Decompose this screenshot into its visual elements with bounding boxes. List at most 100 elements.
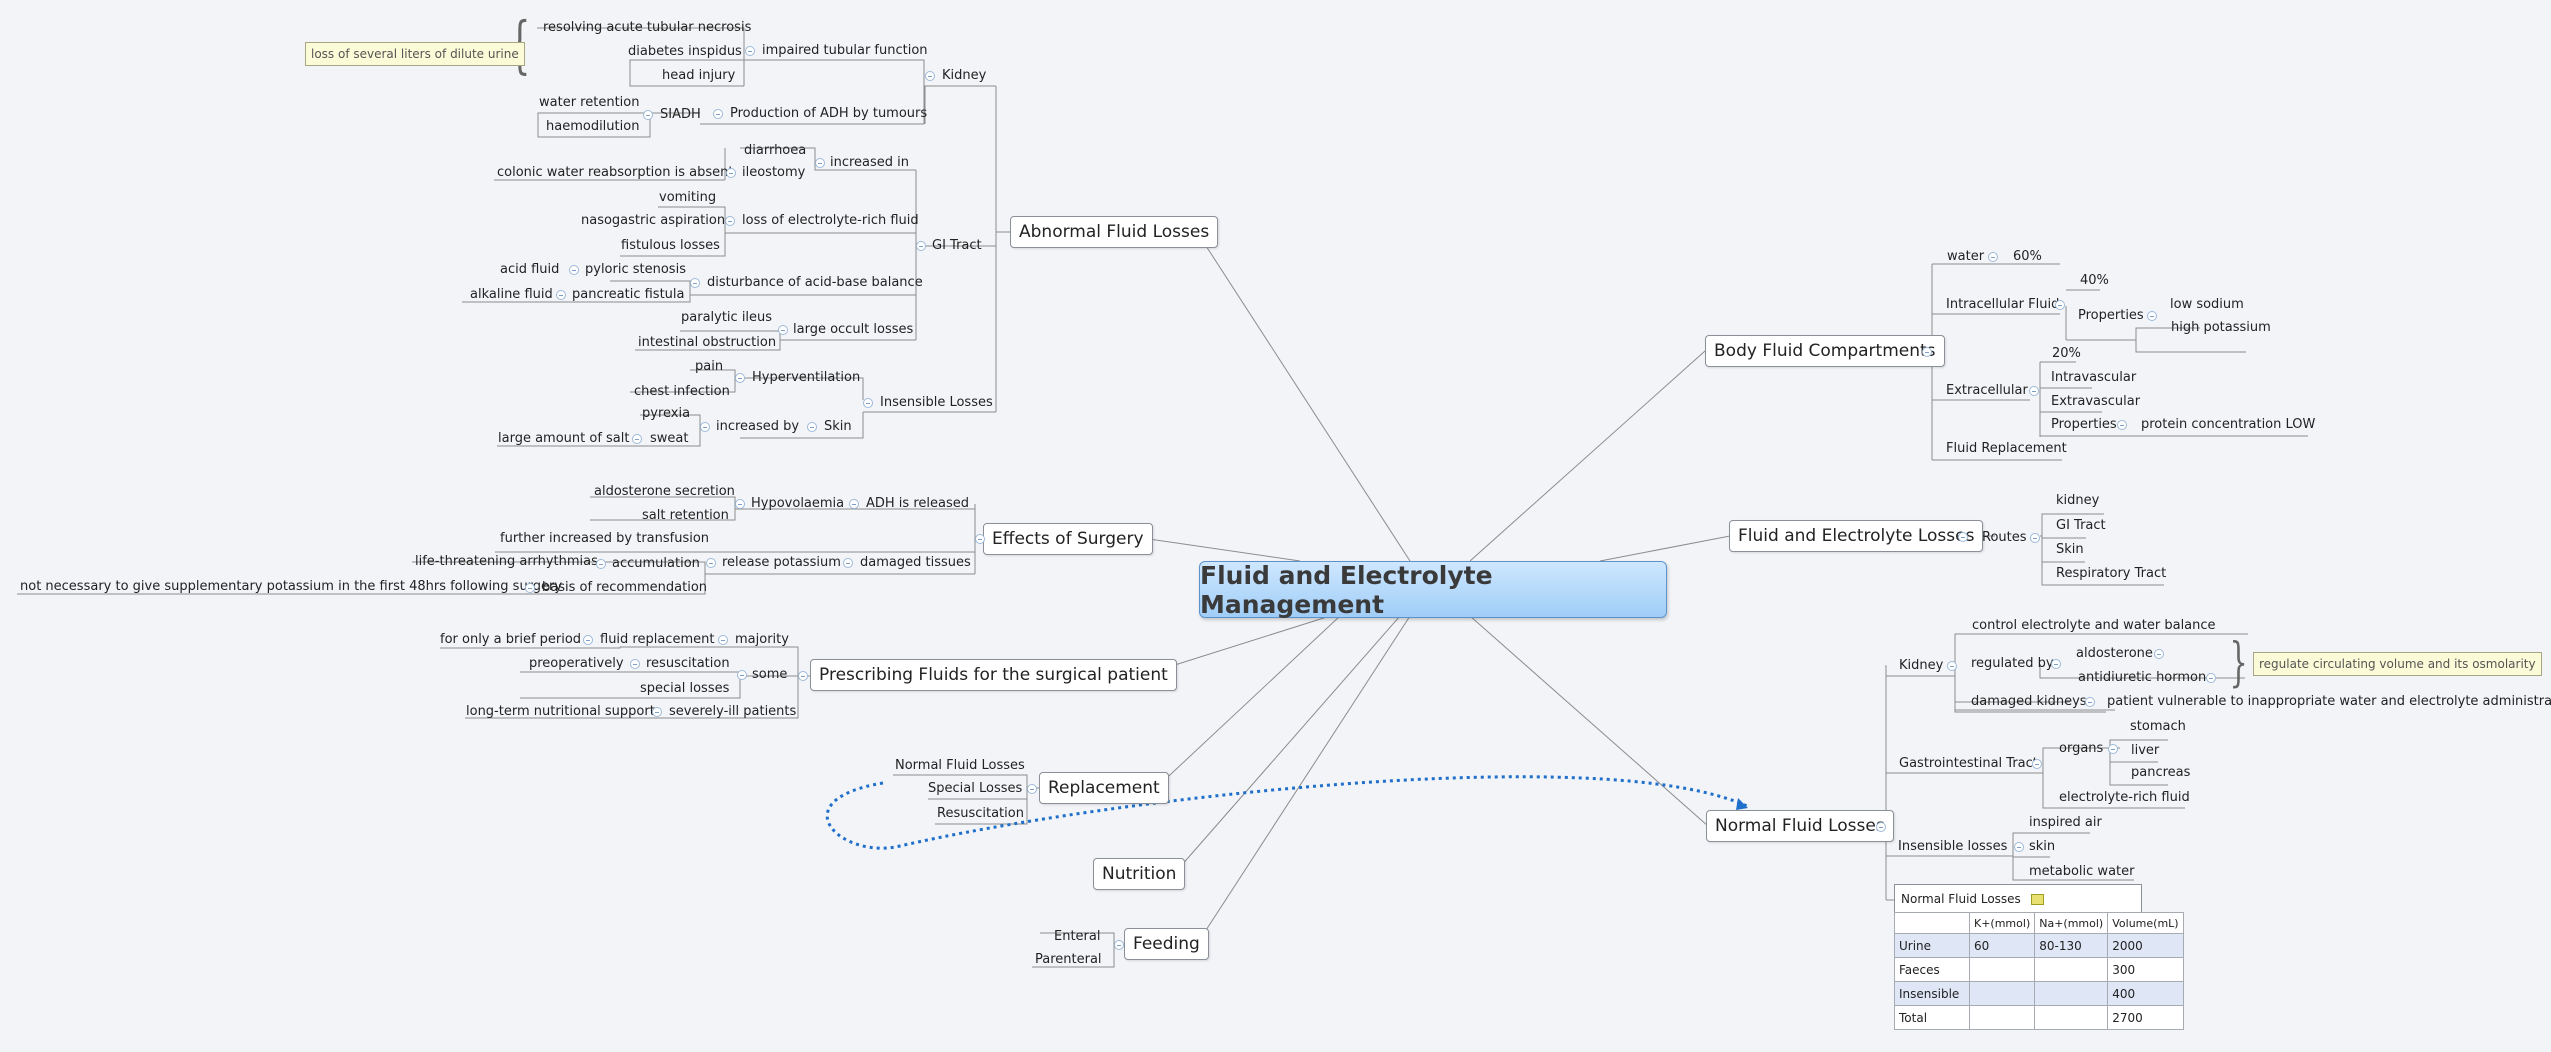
node-haemodilution[interactable]: haemodilution	[546, 119, 640, 134]
collapse-toggle-icon[interactable]	[925, 71, 935, 81]
node-route-gi[interactable]: GI Tract	[2056, 518, 2106, 533]
node-routes[interactable]: Routes	[1982, 530, 2027, 545]
node-nasogastric[interactable]: nasogastric aspiration	[581, 213, 726, 228]
node-fluid-replacement-body[interactable]: Fluid Replacement	[1946, 441, 2067, 456]
node-pyloric[interactable]: pyloric stenosis	[585, 262, 686, 277]
collapse-toggle-icon[interactable]	[778, 325, 788, 335]
collapse-toggle-icon[interactable]	[1114, 940, 1124, 950]
node-increased-in[interactable]: increased in	[830, 155, 910, 170]
node-control-balance[interactable]: control electrolyte and water balance	[1972, 618, 2216, 633]
node-regulated-by[interactable]: regulated by	[1971, 656, 2054, 671]
node-some[interactable]: some	[752, 667, 788, 682]
node-icf-properties[interactable]: Properties	[2078, 308, 2144, 323]
node-release-potassium[interactable]: release potassium	[722, 555, 841, 570]
node-impaired-tubular-function[interactable]: impaired tubular function	[762, 43, 928, 58]
node-low-sodium[interactable]: low sodium	[2170, 297, 2244, 312]
node-gi-tract[interactable]: GI Tract	[932, 238, 982, 253]
collapse-toggle-icon[interactable]	[713, 109, 723, 119]
collapse-toggle-icon[interactable]	[1876, 822, 1886, 832]
collapse-toggle-icon[interactable]	[1922, 347, 1932, 357]
node-route-respiratory[interactable]: Respiratory Tract	[2056, 566, 2167, 581]
node-route-kidney[interactable]: kidney	[2056, 493, 2100, 508]
node-hyperventilation[interactable]: Hyperventilation	[752, 370, 861, 385]
node-ecf-properties[interactable]: Properties	[2051, 417, 2117, 432]
node-antidiuretic[interactable]: antidiuretic hormone	[2078, 670, 2215, 685]
node-vomiting[interactable]: vomiting	[659, 190, 717, 205]
node-extravascular[interactable]: Extravascular	[2051, 394, 2141, 409]
node-protein-low[interactable]: protein concentration LOW	[2141, 417, 2316, 432]
collapse-toggle-icon[interactable]	[2032, 759, 2042, 769]
node-extracellular[interactable]: Extracellular	[1946, 383, 2028, 398]
node-alkaline-fluid[interactable]: alkaline fluid	[470, 287, 553, 302]
collapse-toggle-icon[interactable]	[2206, 673, 2216, 683]
node-diabetes-insipidus[interactable]: diabetes inspidus	[628, 44, 742, 59]
collapse-toggle-icon[interactable]	[2085, 697, 2095, 707]
collapse-toggle-icon[interactable]	[652, 707, 662, 717]
collapse-toggle-icon[interactable]	[2147, 311, 2157, 321]
collapse-toggle-icon[interactable]	[700, 422, 710, 432]
node-acid-fluid[interactable]: acid fluid	[500, 262, 560, 277]
branch-prescribing-fluids[interactable]: Prescribing Fluids for the surgical pati…	[810, 659, 1177, 691]
branch-replacement[interactable]: Replacement	[1039, 772, 1169, 804]
node-pyrexia[interactable]: pyrexia	[642, 406, 691, 421]
node-damaged-tissues[interactable]: damaged tissues	[860, 555, 971, 570]
node-high-potassium[interactable]: high potassium	[2171, 320, 2271, 335]
collapse-toggle-icon[interactable]	[807, 422, 817, 432]
node-salt-retention[interactable]: salt retention	[642, 508, 729, 523]
collapse-toggle-icon[interactable]	[735, 499, 745, 509]
node-skin[interactable]: Skin	[824, 419, 852, 434]
collapse-toggle-icon[interactable]	[596, 559, 606, 569]
node-pain[interactable]: pain	[695, 359, 724, 374]
collapse-toggle-icon[interactable]	[1958, 532, 1968, 542]
collapse-toggle-icon[interactable]	[815, 158, 825, 168]
collapse-toggle-icon[interactable]	[843, 558, 853, 568]
node-resolving-atn[interactable]: resolving acute tubular necrosis	[543, 20, 752, 35]
node-special-losses[interactable]: special losses	[640, 681, 730, 696]
node-fistulous[interactable]: fistulous losses	[621, 238, 720, 253]
collapse-toggle-icon[interactable]	[706, 558, 716, 568]
collapse-toggle-icon[interactable]	[975, 534, 985, 544]
branch-effects-of-surgery[interactable]: Effects of Surgery	[983, 523, 1153, 555]
node-water[interactable]: water	[1947, 249, 1985, 264]
node-organs[interactable]: organs	[2059, 741, 2104, 756]
collapse-toggle-icon[interactable]	[2108, 744, 2118, 754]
node-intracellular[interactable]: Intracellular Fluid	[1946, 297, 2060, 312]
node-intestinal-obstruction[interactable]: intestinal obstruction	[638, 335, 777, 350]
node-damaged-kidneys[interactable]: damaged kidneys	[1971, 694, 2087, 709]
collapse-toggle-icon[interactable]	[630, 659, 640, 669]
node-electrolyte-rich-fluid[interactable]: electrolyte-rich fluid	[2059, 790, 2190, 805]
node-parenteral[interactable]: Parenteral	[1035, 952, 1102, 967]
collapse-toggle-icon[interactable]	[2117, 420, 2127, 430]
node-aldosterone[interactable]: aldosterone	[2076, 646, 2153, 661]
node-acid-base[interactable]: disturbance of acid-base balance	[707, 275, 923, 290]
node-ileostomy[interactable]: ileostomy	[742, 165, 806, 180]
node-gastrointestinal[interactable]: Gastrointestinal Tract	[1899, 756, 2038, 771]
node-aldosterone-secretion[interactable]: aldosterone secretion	[594, 484, 735, 499]
collapse-toggle-icon[interactable]	[569, 265, 579, 275]
node-basis-of-recommendation[interactable]: basis of recommendation	[542, 580, 708, 595]
node-majority[interactable]: majority	[735, 632, 789, 647]
node-insensible-normal[interactable]: Insensible losses	[1898, 839, 2008, 854]
node-colonic-water[interactable]: colonic water reabsorption is absent	[497, 165, 734, 180]
node-ecf-20[interactable]: 20%	[2052, 346, 2081, 361]
collapse-toggle-icon[interactable]	[863, 398, 873, 408]
collapse-toggle-icon[interactable]	[632, 434, 642, 444]
collapse-toggle-icon[interactable]	[1947, 661, 1957, 671]
node-adh-released[interactable]: ADH is released	[866, 496, 969, 511]
node-brief-period[interactable]: for only a brief period	[440, 632, 582, 647]
collapse-toggle-icon[interactable]	[725, 216, 735, 226]
collapse-toggle-icon[interactable]	[2051, 659, 2061, 669]
node-resuscitation-repl[interactable]: Resuscitation	[937, 806, 1024, 821]
collapse-toggle-icon[interactable]	[690, 278, 700, 288]
collapse-toggle-icon[interactable]	[1988, 252, 1998, 262]
node-liver[interactable]: liver	[2131, 743, 2160, 758]
node-route-skin[interactable]: Skin	[2056, 542, 2084, 557]
node-sweat[interactable]: sweat	[650, 431, 689, 446]
branch-normal-fluid-losses[interactable]: Normal Fluid Losses	[1706, 810, 1894, 842]
node-enteral[interactable]: Enteral	[1054, 929, 1101, 944]
collapse-toggle-icon[interactable]	[643, 110, 653, 120]
collapse-toggle-icon[interactable]	[726, 168, 736, 178]
branch-fluid-electrolyte-losses[interactable]: Fluid and Electrolyte Losses	[1729, 520, 1984, 552]
collapse-toggle-icon[interactable]	[849, 499, 859, 509]
node-insensible-losses[interactable]: Insensible Losses	[880, 395, 993, 410]
